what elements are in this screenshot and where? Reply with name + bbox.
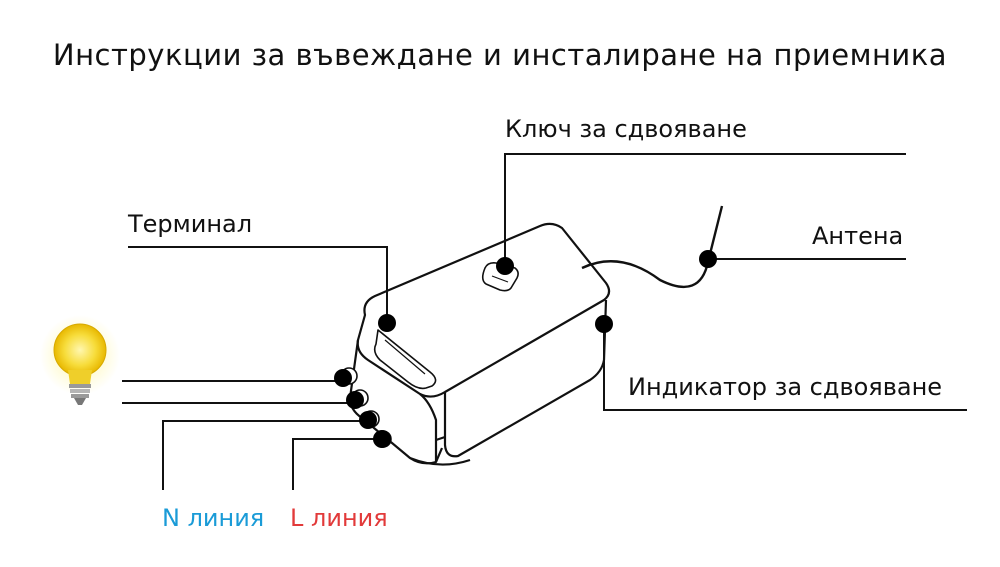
label-l-line: L линия bbox=[290, 504, 388, 532]
antenna-wire bbox=[581, 205, 724, 289]
light-bulb-icon bbox=[40, 315, 120, 405]
label-pairing-key: Ключ за сдвояване bbox=[505, 115, 747, 143]
receiver-device bbox=[340, 222, 611, 466]
callout-dots bbox=[334, 250, 717, 448]
page-title: Инструкции за въвеждане и инсталиране на… bbox=[52, 38, 948, 72]
leader-lines bbox=[122, 153, 967, 490]
label-n-line: N линия bbox=[162, 504, 265, 532]
label-pairing-indicator: Индикатор за сдвояване bbox=[628, 373, 943, 401]
label-antenna: Антена bbox=[812, 222, 904, 250]
label-terminal: Терминал bbox=[128, 210, 253, 238]
